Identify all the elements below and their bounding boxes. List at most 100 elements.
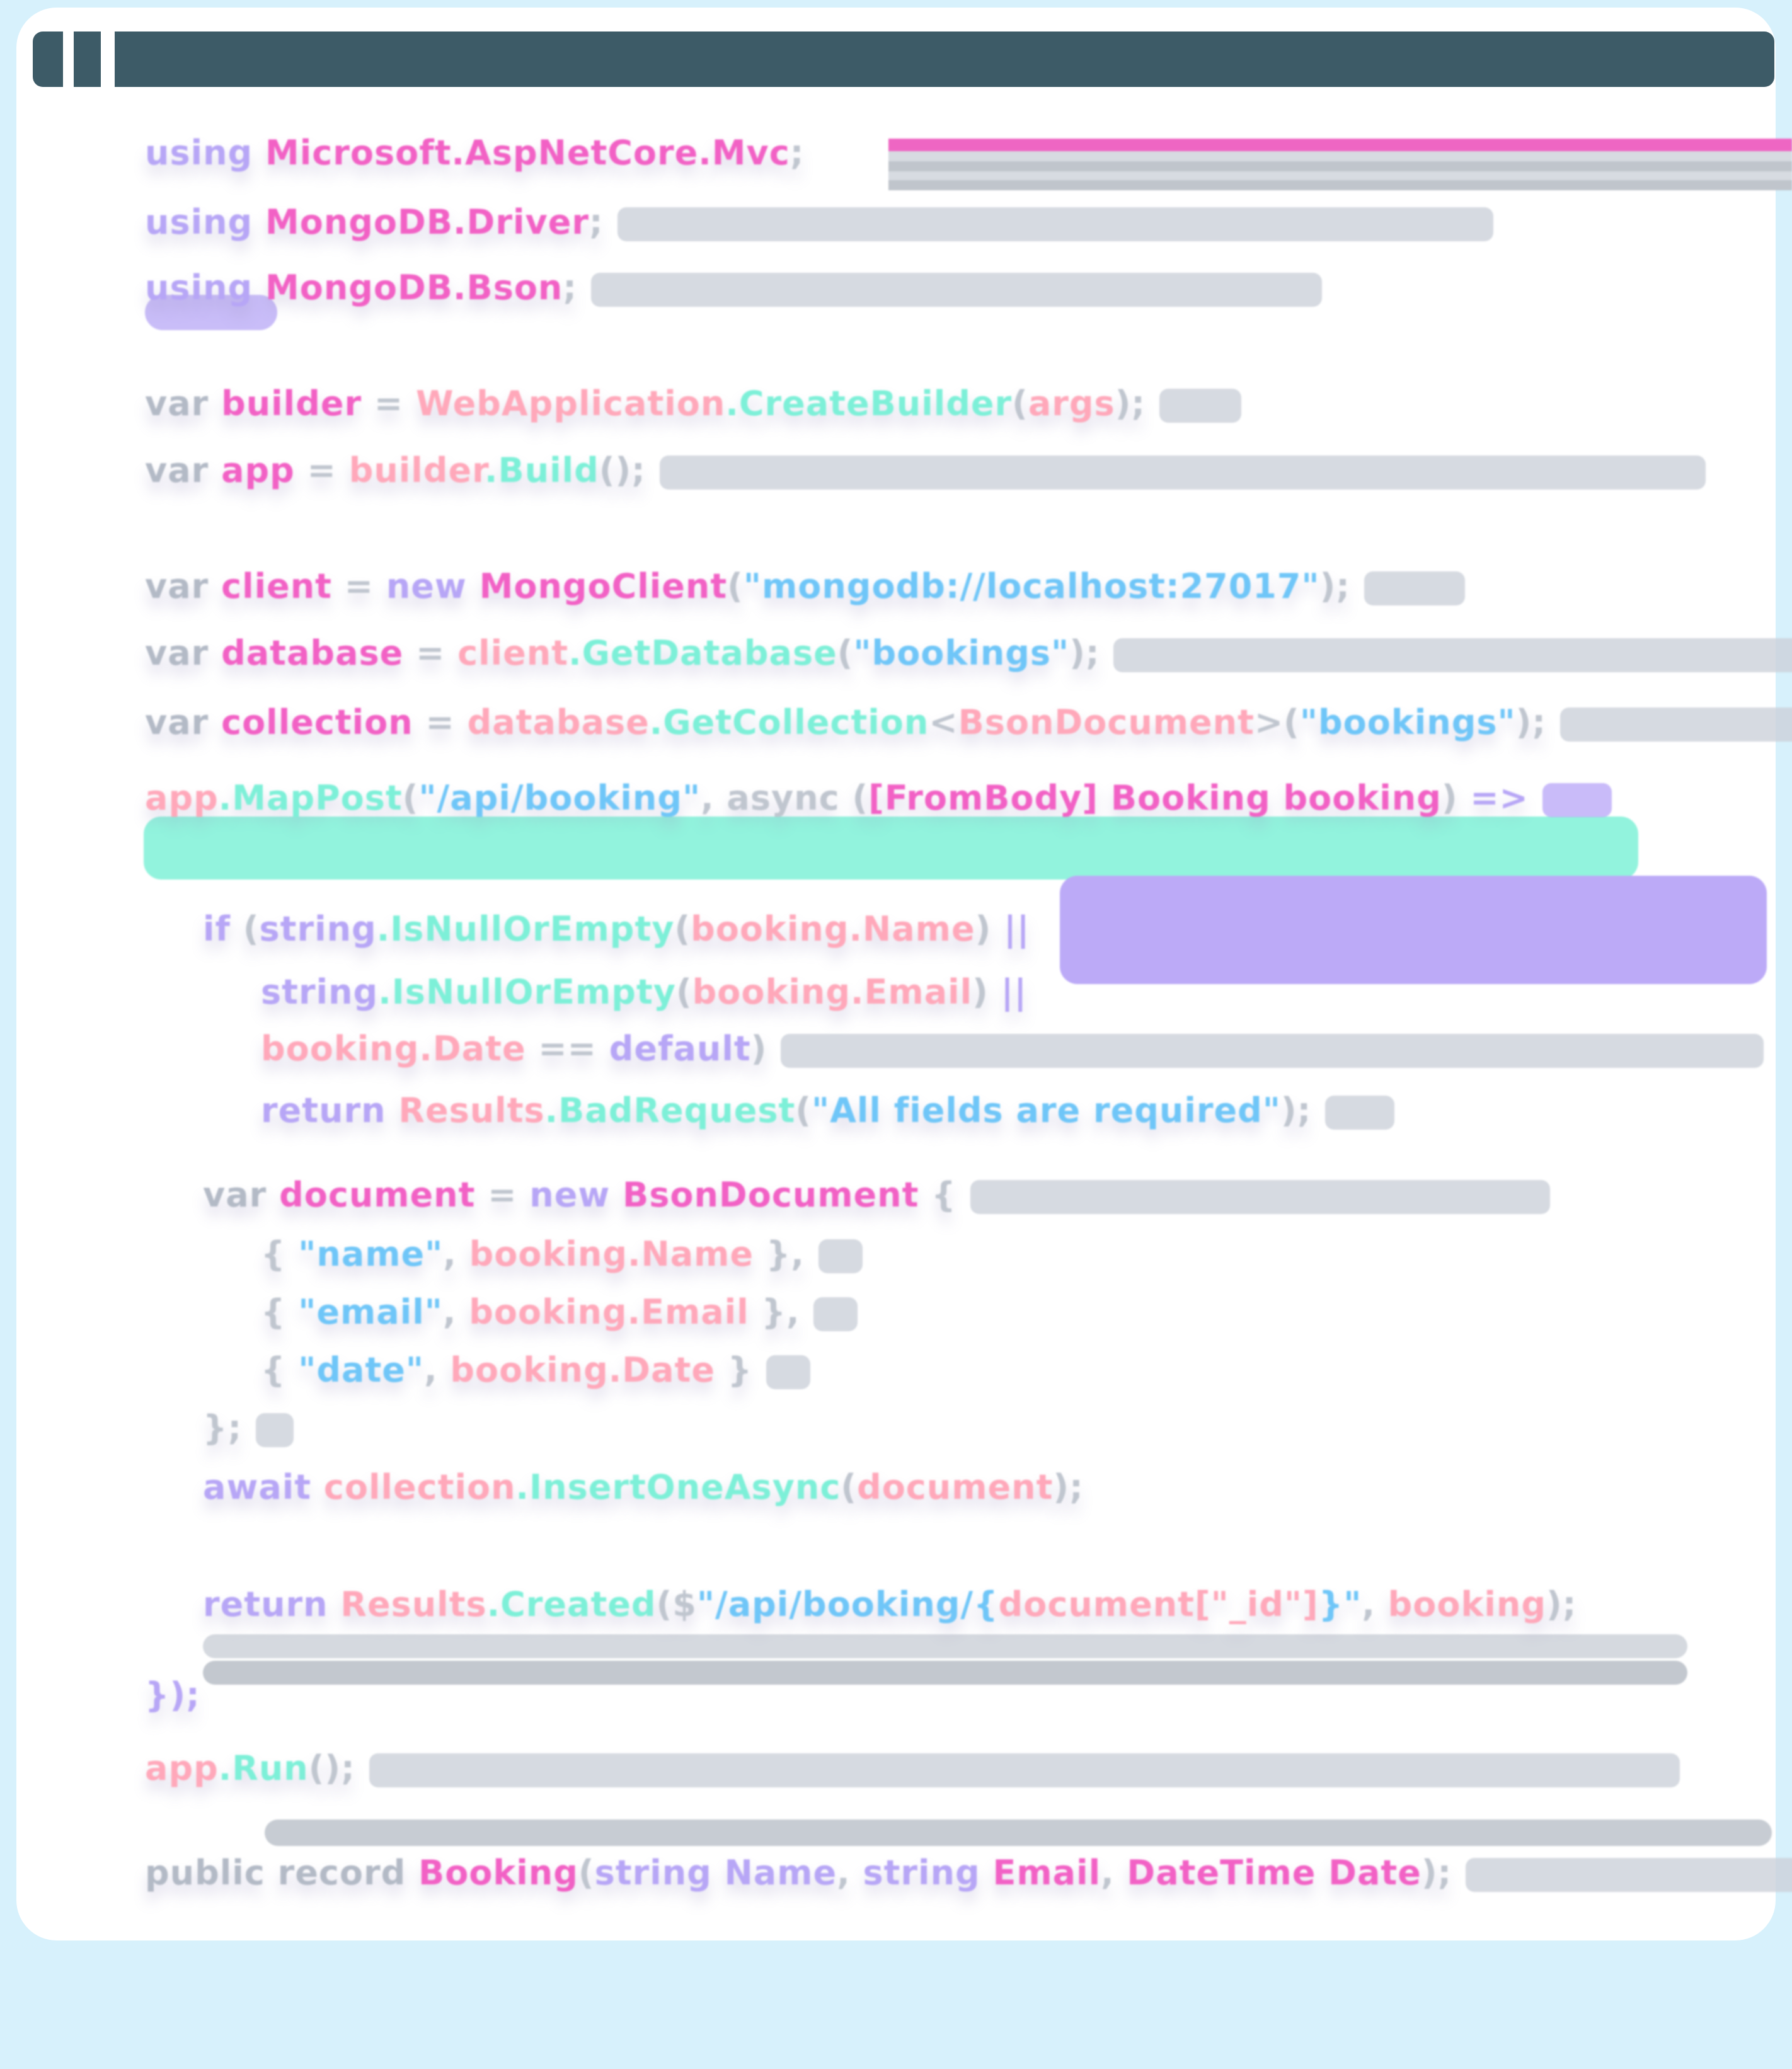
trailing-smear	[256, 1413, 294, 1448]
code-token: ,	[442, 1292, 469, 1332]
code-line: return Results.BadRequest("All fields ar…	[261, 1089, 1395, 1133]
trailing-smear	[781, 1034, 1764, 1069]
code-token: (	[1012, 384, 1028, 423]
code-token: =	[488, 1175, 530, 1215]
titlebar-gap	[101, 29, 115, 89]
code-token: =>	[1470, 778, 1529, 818]
code-token: ||	[1001, 972, 1028, 1012]
code-token: );	[1280, 1091, 1312, 1130]
code-line: if (string.IsNullOrEmpty(booking.Name) |…	[203, 907, 1030, 951]
titlebar-gap	[63, 29, 74, 89]
code-token: .MapPost	[218, 778, 403, 818]
code-token: {	[261, 1350, 299, 1390]
code-token: (	[675, 972, 692, 1012]
code-token: ;	[563, 268, 577, 307]
code-token: },	[749, 1292, 800, 1332]
code-token: collection	[221, 702, 426, 742]
trailing-smear	[1364, 571, 1465, 606]
code-token: WebApplication	[415, 384, 726, 423]
code-token: builder	[221, 384, 374, 423]
trailing-smear	[1542, 783, 1612, 818]
code-token: .CreateBuilder	[725, 384, 1013, 423]
gray-band-apprun	[265, 1820, 1772, 1846]
code-token: (	[727, 566, 744, 606]
trailing-smear	[659, 456, 1706, 490]
code-token: .GetDatabase	[568, 633, 837, 673]
trailing-stripe	[888, 139, 1792, 151]
code-token: =	[425, 702, 468, 742]
code-token: app	[145, 778, 219, 818]
code-token: (	[402, 778, 419, 818]
code-token: ();	[599, 450, 646, 490]
code-token: var	[145, 566, 222, 606]
code-token: );	[1115, 384, 1146, 423]
code-line: await collection.InsertOneAsync(document…	[203, 1465, 1084, 1510]
code-token: Results	[398, 1091, 545, 1130]
code-token: });	[145, 1675, 200, 1715]
code-token: (	[837, 633, 854, 673]
code-line: public record Booking(string Name, strin…	[145, 1851, 1792, 1895]
code-token: database	[221, 633, 416, 673]
trailing-smear	[818, 1239, 863, 1274]
code-token: ($	[656, 1585, 697, 1624]
code-token: var	[203, 1175, 280, 1215]
code-token: "All fields are required"	[812, 1091, 1281, 1130]
code-token: ==	[538, 1029, 609, 1069]
code-token: "/api/booking"	[418, 778, 701, 818]
code-token: =	[416, 633, 458, 673]
code-token: "bookings"	[853, 633, 1070, 673]
code-token: .InsertOneAsync	[515, 1467, 841, 1507]
code-line: };	[203, 1406, 294, 1450]
code-token: (	[674, 909, 691, 949]
code-token: )	[1441, 778, 1471, 818]
code-token: ;	[589, 202, 604, 242]
code-token: ,	[424, 1350, 451, 1390]
trailing-smear	[813, 1297, 858, 1332]
code-token: public record	[145, 1853, 419, 1893]
code-token: MongoDB.Bson	[265, 268, 563, 307]
code-token: app	[221, 450, 307, 490]
code-token: {	[261, 1292, 299, 1332]
code-token: if	[203, 909, 243, 949]
code-token: BsonDocument	[623, 1175, 932, 1215]
code-token: Booking	[418, 1853, 578, 1893]
code-token: )	[750, 1029, 767, 1069]
code-token: .IsNullOrEmpty	[378, 972, 676, 1012]
code-token: , async (	[701, 778, 869, 818]
trailing-smear	[970, 1180, 1550, 1215]
code-token: =	[344, 566, 386, 606]
code-line: using MongoDB.Driver;	[145, 200, 1493, 244]
mint-highlight-block	[144, 817, 1638, 880]
code-token: );	[1053, 1467, 1084, 1507]
code-token: (	[243, 909, 260, 949]
code-token: "mongodb://localhost:27017"	[743, 566, 1320, 606]
lavender-highlight-block	[1060, 876, 1767, 984]
code-token: }"	[1318, 1585, 1362, 1624]
code-token: using	[145, 202, 265, 242]
code-token: {	[261, 1234, 299, 1274]
using-drip-block	[145, 295, 277, 330]
code-token: document	[279, 1175, 488, 1215]
code-line: var document = new BsonDocument {	[203, 1173, 1550, 1217]
code-token: =	[307, 450, 349, 490]
code-token: .Run	[218, 1748, 309, 1788]
code-token: .Created	[486, 1585, 657, 1624]
code-token: "date"	[298, 1350, 425, 1390]
code-line: });	[145, 1673, 200, 1717]
code-line: booking.Date == default)	[261, 1027, 1764, 1071]
code-token: booking.Email	[469, 1292, 749, 1332]
trailing-smear	[1466, 1858, 1792, 1893]
code-token: Email	[992, 1853, 1101, 1893]
code-token: .Build	[485, 450, 599, 490]
code-token: =	[374, 384, 416, 423]
code-token: BsonDocument	[958, 702, 1255, 742]
code-token: string Name	[594, 1853, 837, 1893]
code-token: Microsoft.AspNetCore.Mvc	[265, 133, 790, 173]
trailing-smear	[369, 1753, 1680, 1788]
code-token: "/api/booking/{	[696, 1585, 999, 1624]
code-token: return	[261, 1091, 399, 1130]
code-token: new	[529, 1175, 623, 1215]
code-token: document	[857, 1467, 1054, 1507]
